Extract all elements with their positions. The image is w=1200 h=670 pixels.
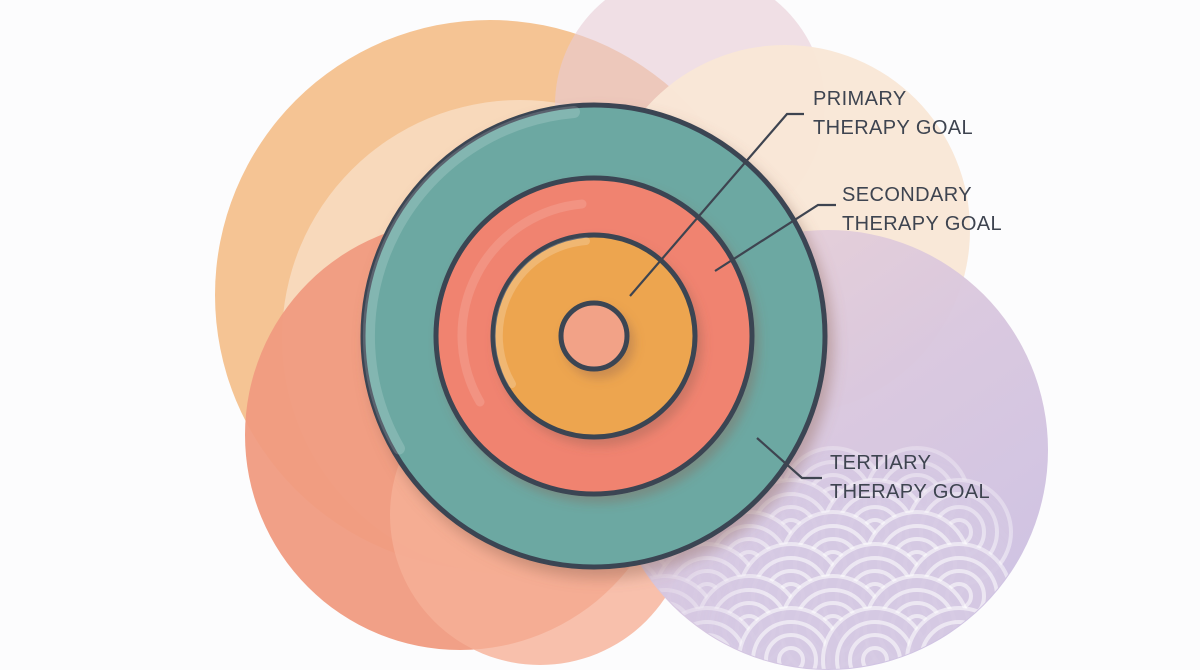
secondary-goal-label-line2: THERAPY GOAL — [842, 213, 1003, 235]
primary-goal-label-line2: THERAPY GOAL — [813, 117, 974, 139]
tertiary-ring-highlight — [362, 106, 580, 455]
target — [360, 102, 828, 570]
primary-leader-line — [629, 112, 804, 297]
leader-lines — [629, 112, 836, 480]
primary-goal-label-line1: PRIMARY — [813, 88, 907, 110]
tertiary-goal-label-line1: TERTIARY — [830, 452, 932, 474]
secondary-leader-line — [714, 203, 836, 272]
secondary-goal-label: SECONDARY THERAPY GOAL — [842, 181, 1002, 239]
primary-ring-highlight — [494, 237, 590, 388]
tertiary-goal-label: TERTIARY THERAPY GOAL — [830, 449, 990, 507]
secondary-ring-highlight — [457, 199, 587, 407]
bullseye — [558, 300, 630, 372]
tertiary-leader-line — [756, 437, 822, 480]
primary-goal-label: PRIMARY THERAPY GOAL — [813, 85, 973, 143]
secondary-goal-label-line1: SECONDARY — [842, 184, 972, 206]
tertiary-goal-label-line2: THERAPY GOAL — [830, 481, 991, 503]
